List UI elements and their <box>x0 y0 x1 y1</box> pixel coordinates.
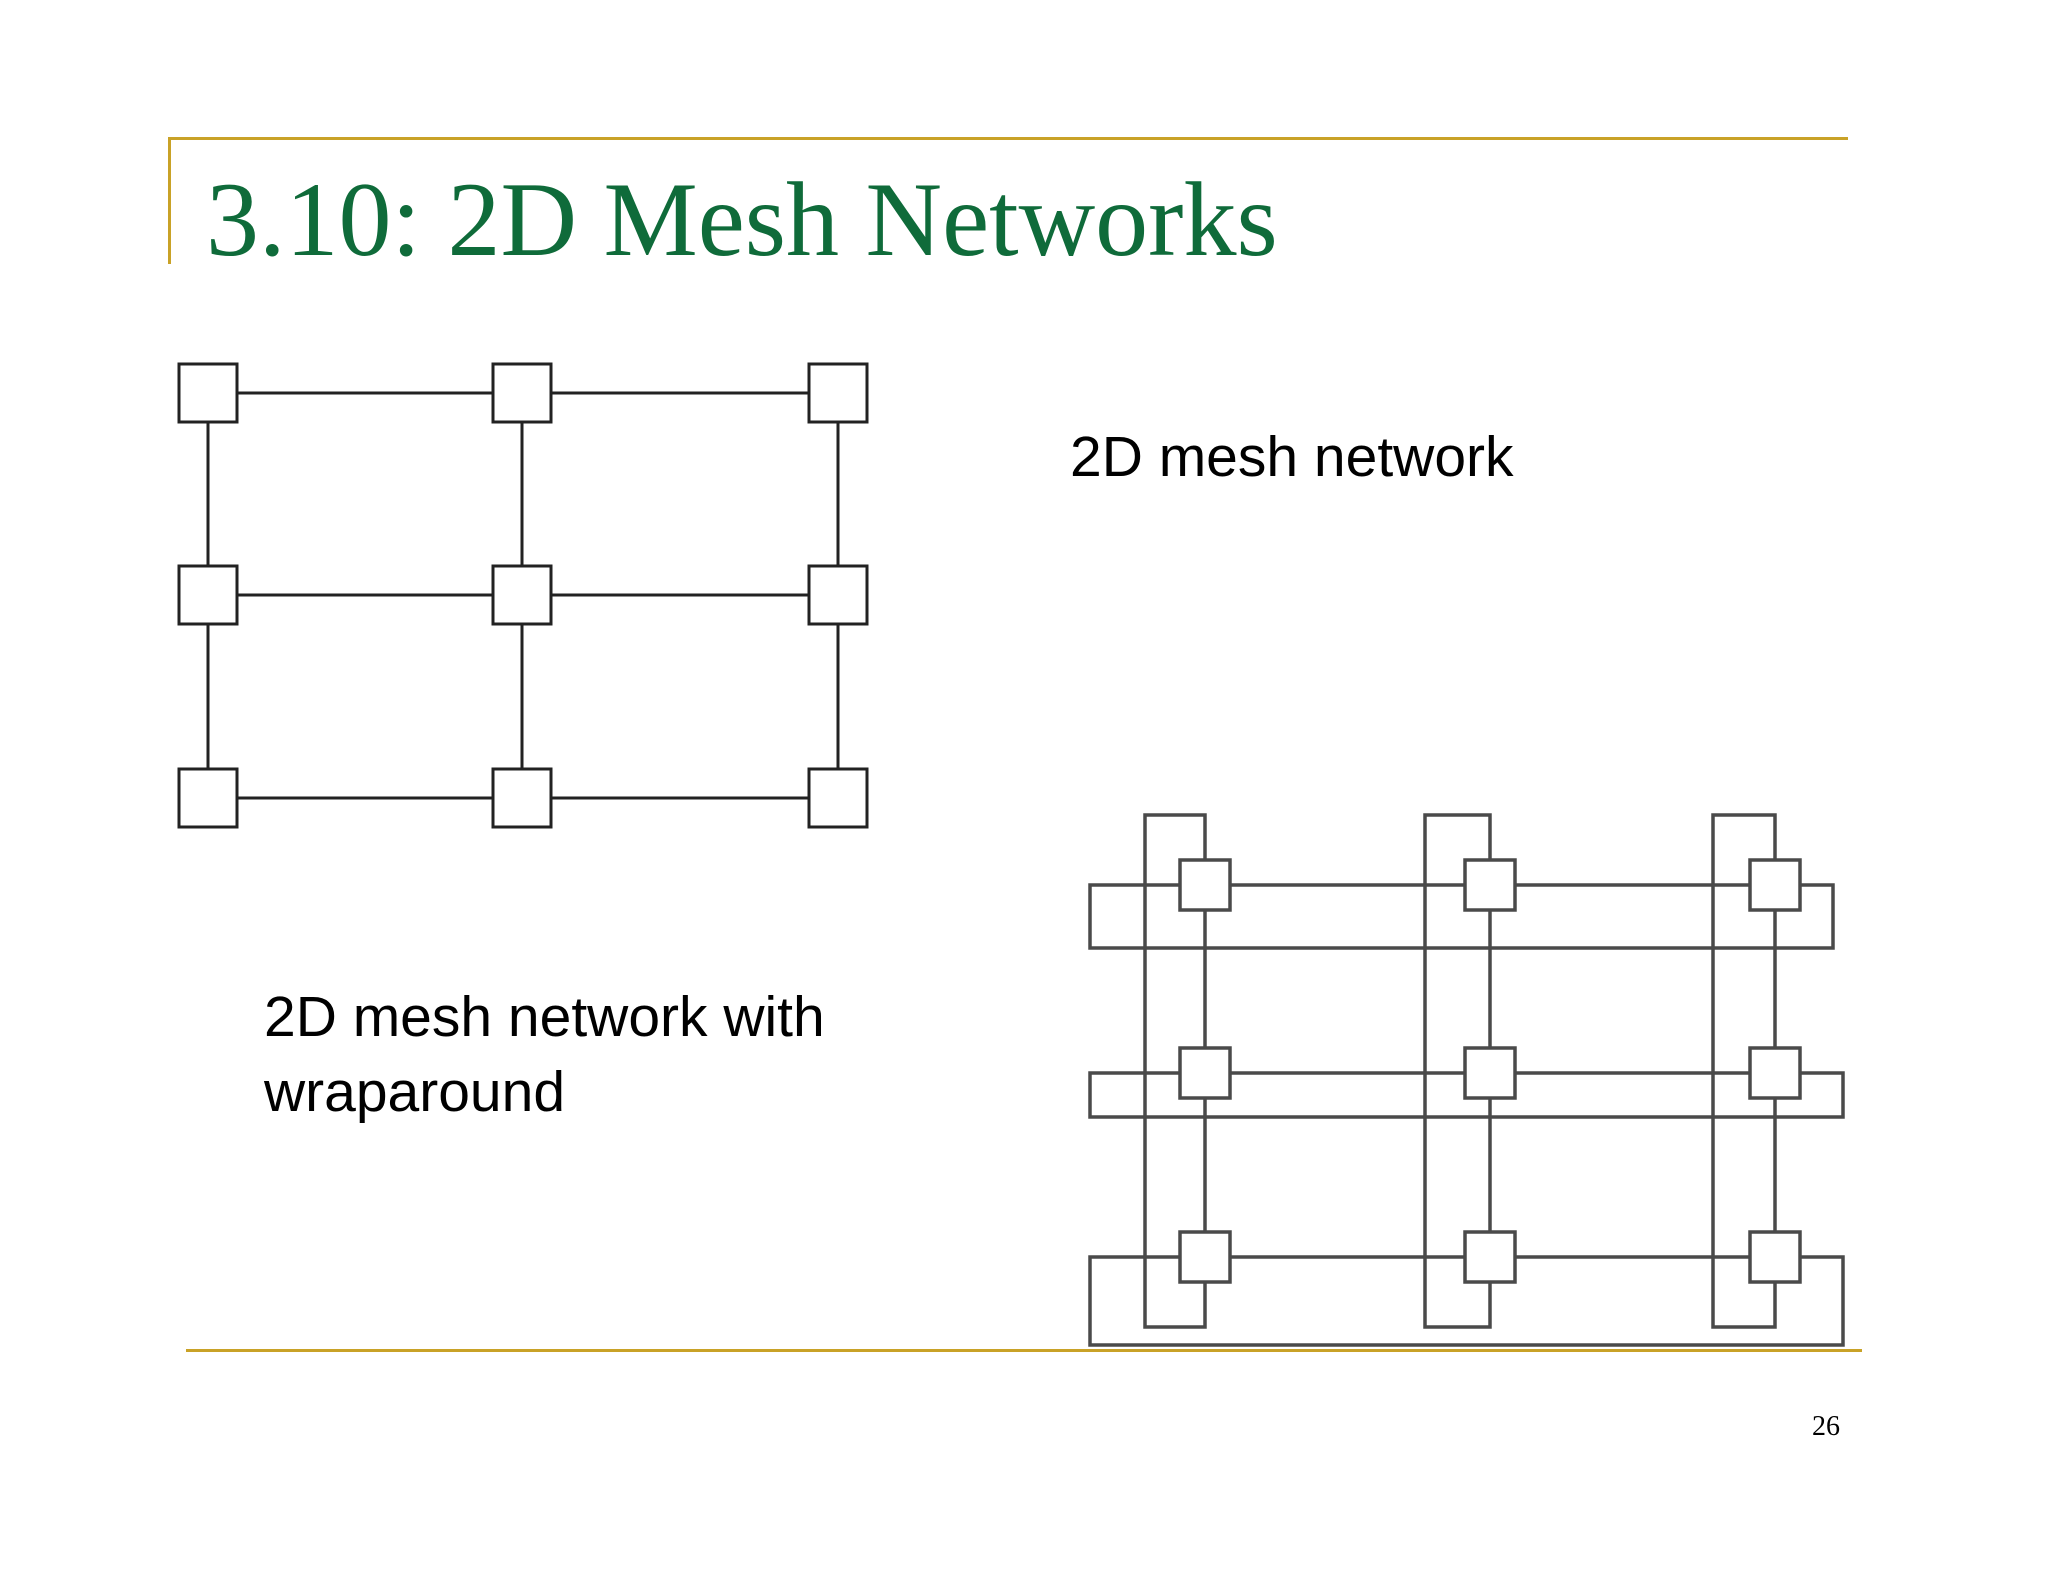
wrap-node <box>1178 1046 1232 1100</box>
mesh-node <box>807 767 869 829</box>
wrap-node <box>1463 1046 1517 1100</box>
left-rule <box>168 137 171 264</box>
wrap-row-loop <box>1088 1071 1845 1119</box>
wrap-column-loop <box>1143 813 1207 1329</box>
wrap-row-loop <box>1088 1255 1845 1347</box>
bottom-rule <box>186 1349 1862 1352</box>
wrap-row-loop <box>1088 883 1835 950</box>
wraparound-caption-line-1: 2D mesh network with <box>264 985 825 1049</box>
top-rule <box>168 137 1848 140</box>
mesh-caption: 2D mesh network <box>1070 425 1514 489</box>
wraparound-caption: 2D mesh network with wraparound <box>264 980 825 1130</box>
mesh-node <box>807 564 869 626</box>
wrap-node <box>1178 858 1232 912</box>
wrap-node <box>1748 1046 1802 1100</box>
mesh-node <box>807 362 869 424</box>
wrap-column-loop <box>1711 813 1777 1329</box>
wrap-node <box>1463 1230 1517 1284</box>
wraparound-mesh-diagram <box>1088 813 1845 1347</box>
wrap-node <box>1748 858 1802 912</box>
slide-title: 3.10: 2D Mesh Networks <box>206 161 1278 278</box>
mesh-node <box>177 362 239 424</box>
mesh-node <box>177 767 239 829</box>
wrap-node <box>1178 1230 1232 1284</box>
wraparound-caption-line-2: wraparound <box>264 1060 566 1124</box>
mesh-node <box>491 564 553 626</box>
wrap-node <box>1463 858 1517 912</box>
page-number: 26 <box>1812 1411 1840 1442</box>
wrap-column-loop <box>1423 813 1492 1329</box>
mesh-node <box>491 362 553 424</box>
mesh-node <box>491 767 553 829</box>
wrap-node <box>1748 1230 1802 1284</box>
mesh-node <box>177 564 239 626</box>
mesh-network-diagram <box>177 362 869 829</box>
